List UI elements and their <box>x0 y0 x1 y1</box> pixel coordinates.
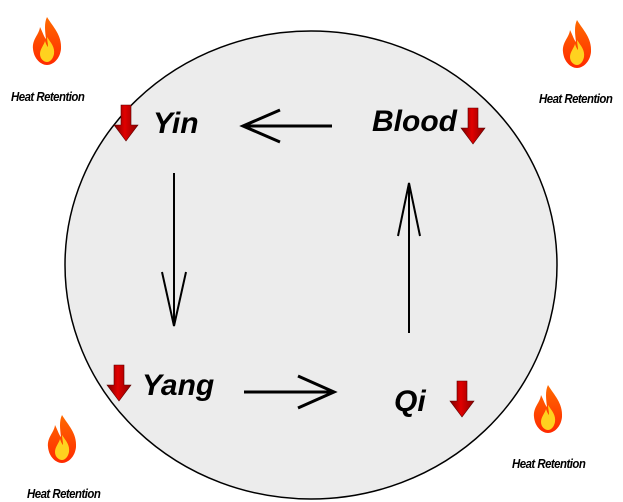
heat-retention-label: Heat Retention <box>11 89 85 104</box>
flame-icon <box>32 17 62 65</box>
heat-retention-label: Heat Retention <box>539 91 613 106</box>
arrow-yang-to-qi <box>244 374 338 410</box>
flame-icon <box>533 385 563 433</box>
heat-retention-label: Heat Retention <box>512 456 586 471</box>
node-yin-label: Yin <box>153 107 199 140</box>
node-blood-label: Blood <box>372 105 457 138</box>
arrow-qi-to-blood <box>397 182 421 333</box>
flame-icon <box>562 20 592 68</box>
arrow-yin-to-yang <box>161 173 187 327</box>
arrow-blood-to-yin <box>239 108 332 144</box>
node-yang-label: Yang <box>142 369 215 402</box>
cycle-circle <box>64 30 558 500</box>
flame-icon <box>47 415 77 463</box>
node-qi-label: Qi <box>394 385 426 418</box>
heat-retention-label: Heat Retention <box>27 486 101 501</box>
